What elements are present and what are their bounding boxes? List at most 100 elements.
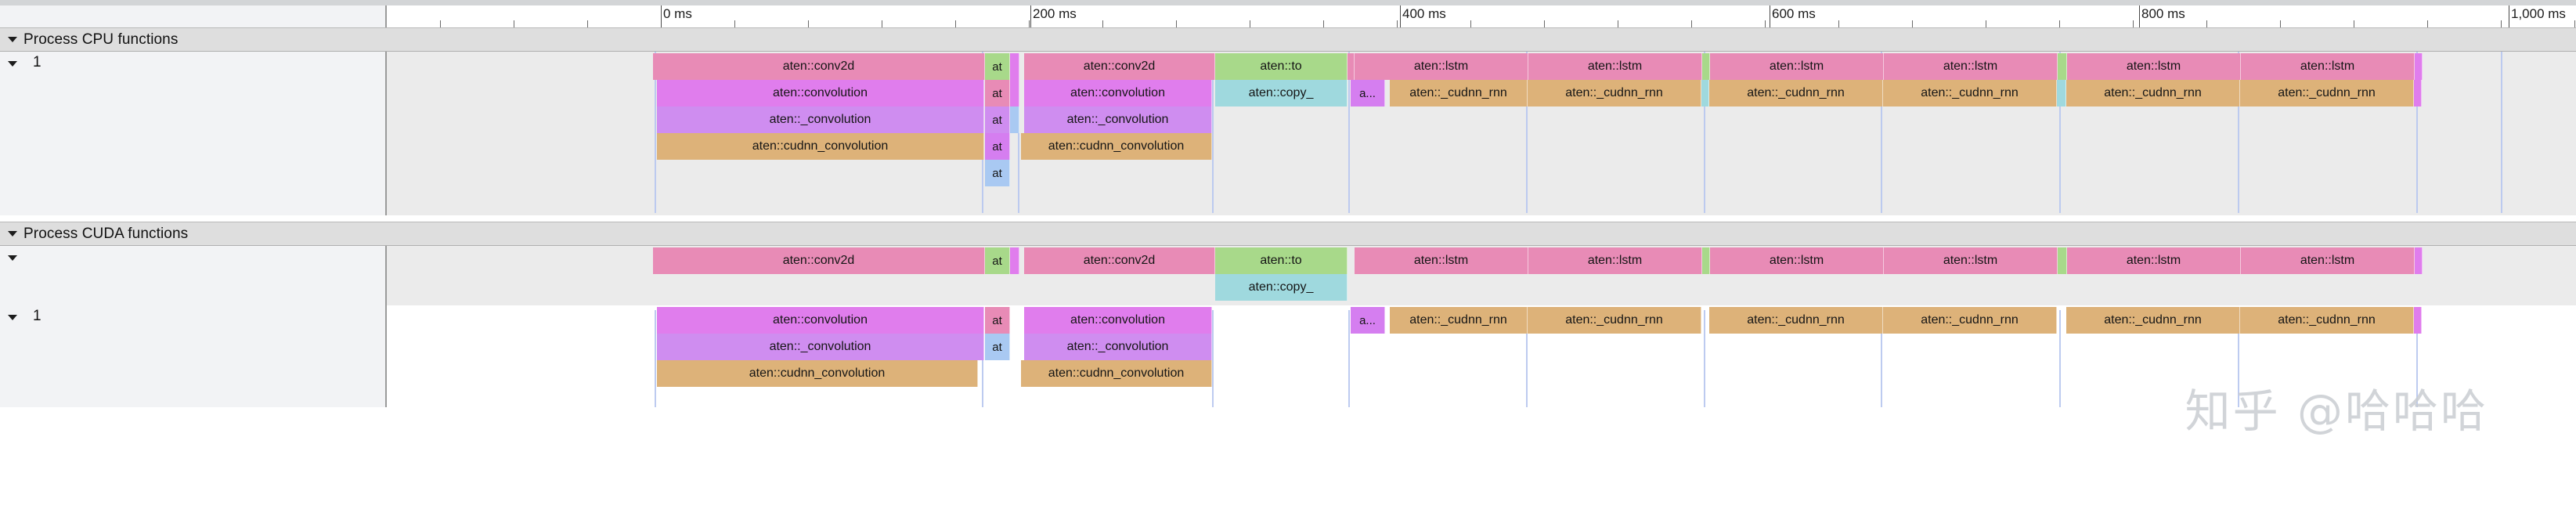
track-label-column[interactable]: 1 xyxy=(0,52,387,215)
track-label-column[interactable] xyxy=(0,246,387,305)
section-header-cpu[interactable]: Process CPU functions xyxy=(0,27,2576,52)
trace-slice[interactable]: aten::lstm xyxy=(1355,53,1528,80)
trace-slice[interactable]: aten::_cudnn_rnn xyxy=(1883,80,2057,106)
trace-slice-unlabeled[interactable] xyxy=(2414,307,2422,334)
caret-down-icon[interactable] xyxy=(8,37,17,42)
caret-down-icon[interactable] xyxy=(8,61,17,67)
flow-connector-line xyxy=(1526,52,1528,213)
ruler-minor-tick xyxy=(1029,20,1030,27)
track-name: 1 xyxy=(33,54,41,70)
trace-slice-unlabeled[interactable] xyxy=(2414,80,2422,106)
trace-slice[interactable]: aten::lstm xyxy=(1884,53,2058,80)
trace-slice[interactable]: aten::lstm xyxy=(2067,53,2241,80)
trace-slice-unlabeled[interactable] xyxy=(1702,247,1710,274)
trace-slice[interactable]: aten::lstm xyxy=(1884,247,2058,274)
trace-slice[interactable]: aten::_cudnn_rnn xyxy=(1528,307,1701,334)
ruler-minor-tick xyxy=(440,20,441,27)
trace-slice-unlabeled[interactable] xyxy=(1701,80,1709,106)
trace-slice[interactable]: aten::conv2d xyxy=(1024,247,1215,274)
trace-slice[interactable]: aten::lstm xyxy=(1528,53,1702,80)
ruler-tick-label: 200 ms xyxy=(1033,6,1077,21)
trace-slice-unlabeled[interactable] xyxy=(1010,247,1019,274)
trace-slice[interactable]: aten::to xyxy=(1215,53,1348,80)
track-label-column[interactable]: 1 xyxy=(0,305,387,407)
trace-slice[interactable]: aten::_cudnn_rnn xyxy=(1390,307,1528,334)
trace-slice-unlabeled[interactable] xyxy=(2057,80,2066,106)
trace-slice[interactable]: at xyxy=(985,307,1010,334)
trace-slice[interactable]: at xyxy=(985,133,1010,160)
trace-slice[interactable]: at xyxy=(985,247,1010,274)
trace-slice[interactable]: aten::lstm xyxy=(1355,247,1528,274)
trace-slice-unlabeled[interactable] xyxy=(2415,53,2423,80)
trace-slice[interactable]: aten::copy_ xyxy=(1215,274,1348,301)
flow-connector-line xyxy=(2238,310,2239,407)
flow-connector-line xyxy=(2059,52,2061,213)
trace-slice[interactable]: aten::convolution xyxy=(1024,80,1212,106)
trace-slice[interactable]: at xyxy=(985,334,1010,360)
trace-slice[interactable]: aten::_cudnn_rnn xyxy=(1390,80,1528,106)
trace-slice[interactable]: aten::cudnn_convolution xyxy=(657,133,984,160)
trace-slice-unlabeled[interactable] xyxy=(1010,53,1019,80)
caret-down-icon[interactable] xyxy=(8,255,17,261)
caret-down-icon[interactable] xyxy=(8,315,17,320)
trace-slice[interactable]: aten::_cudnn_rnn xyxy=(1709,307,1883,334)
trace-slice[interactable]: aten::lstm xyxy=(2241,247,2415,274)
trace-slice-unlabeled[interactable] xyxy=(2415,247,2423,274)
trace-slice-unlabeled[interactable] xyxy=(2058,247,2067,274)
trace-slice-unlabeled[interactable] xyxy=(2058,53,2067,80)
trace-slice[interactable]: aten::to xyxy=(1215,247,1348,274)
trace-slice[interactable]: aten::_cudnn_rnn xyxy=(2066,307,2240,334)
trace-slice[interactable]: aten::_cudnn_rnn xyxy=(1528,80,1701,106)
trace-slice[interactable]: at xyxy=(985,160,1010,186)
trace-slice[interactable]: aten::_convolution xyxy=(657,106,984,133)
trace-slice[interactable]: aten::conv2d xyxy=(653,247,985,274)
trace-slice[interactable]: at xyxy=(985,53,1010,80)
trace-slice-unlabeled[interactable] xyxy=(1010,106,1019,133)
trace-slice[interactable]: a... xyxy=(1351,80,1385,106)
trace-slice[interactable]: aten::convolution xyxy=(657,307,984,334)
ruler-minor-tick xyxy=(1838,20,1839,27)
ruler-minor-tick xyxy=(955,20,956,27)
trace-slice-unlabeled[interactable] xyxy=(1010,80,1019,106)
ruler-left-gutter xyxy=(0,5,387,27)
ruler-major-tick xyxy=(1400,5,1401,27)
trace-slice[interactable]: aten::lstm xyxy=(2241,53,2415,80)
trace-slice[interactable]: aten::_convolution xyxy=(1024,334,1212,360)
caret-down-icon[interactable] xyxy=(8,231,17,236)
trace-slice[interactable]: aten::lstm xyxy=(1710,247,1884,274)
trace-slice[interactable]: aten::_cudnn_rnn xyxy=(1709,80,1883,106)
trace-slice[interactable]: aten::_cudnn_rnn xyxy=(2066,80,2240,106)
trace-slice[interactable]: at xyxy=(985,80,1010,106)
trace-slice[interactable]: aten::cudnn_convolution xyxy=(1021,133,1212,160)
trace-slice[interactable]: a... xyxy=(1351,307,1385,334)
trace-slice[interactable]: aten::lstm xyxy=(1710,53,1884,80)
ruler-minor-tick xyxy=(1176,20,1177,27)
trace-slice-unlabeled[interactable] xyxy=(1702,53,1710,80)
trace-slice[interactable]: aten::_cudnn_rnn xyxy=(2240,80,2414,106)
trace-slice[interactable]: aten::lstm xyxy=(2067,247,2241,274)
trace-slice[interactable]: aten::convolution xyxy=(657,80,984,106)
trace-slice[interactable]: aten::conv2d xyxy=(1024,53,1215,80)
trace-slice[interactable]: aten::_convolution xyxy=(1024,106,1212,133)
section-header-cuda[interactable]: Process CUDA functions xyxy=(0,222,2576,246)
trace-slice[interactable]: aten::copy_ xyxy=(1215,80,1348,106)
ruler-minor-tick xyxy=(2206,20,2207,27)
trace-slice[interactable]: aten::_cudnn_rnn xyxy=(2240,307,2414,334)
trace-slice[interactable]: aten::conv2d xyxy=(653,53,985,80)
trace-slice[interactable]: aten::cudnn_convolution xyxy=(1021,360,1212,387)
trace-slice[interactable]: aten::cudnn_convolution xyxy=(657,360,978,387)
trace-slice[interactable]: at xyxy=(985,106,1010,133)
trace-slice[interactable]: aten::_convolution xyxy=(657,334,984,360)
trace-slice[interactable]: aten::lstm xyxy=(1528,247,1702,274)
trace-slice-unlabeled[interactable] xyxy=(1348,53,1355,80)
trace-slice[interactable]: aten::_cudnn_rnn xyxy=(1883,307,2057,334)
trace-slice[interactable]: aten::convolution xyxy=(1024,307,1212,334)
ruler-tick-label: 0 ms xyxy=(663,6,692,21)
